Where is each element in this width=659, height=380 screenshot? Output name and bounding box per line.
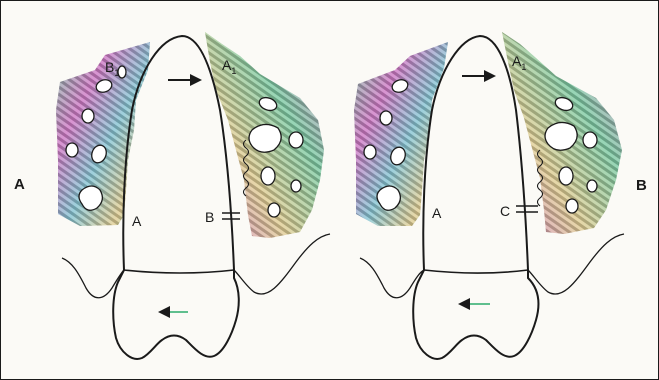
label-c: C	[500, 203, 510, 219]
arrow-force-top-b	[462, 70, 496, 82]
marker-c	[516, 206, 538, 212]
panel-a: A B1 A1 A B	[14, 32, 330, 359]
label-a-right: A	[432, 205, 442, 221]
arrow-force-bottom-b	[458, 298, 490, 310]
panel-label-a: A	[14, 176, 25, 193]
arrow-force-bottom-a	[158, 306, 188, 318]
label-a-left: A	[132, 213, 142, 229]
gingiva-b	[360, 234, 624, 298]
panel-label-b: B	[636, 177, 647, 194]
bone-left-a	[56, 42, 150, 226]
panel-b: B A1 A C	[354, 32, 647, 359]
arrow-force-top-a	[168, 74, 202, 86]
bone-left-b	[354, 42, 448, 226]
gingiva-a	[62, 234, 330, 298]
label-b: B	[205, 209, 214, 225]
